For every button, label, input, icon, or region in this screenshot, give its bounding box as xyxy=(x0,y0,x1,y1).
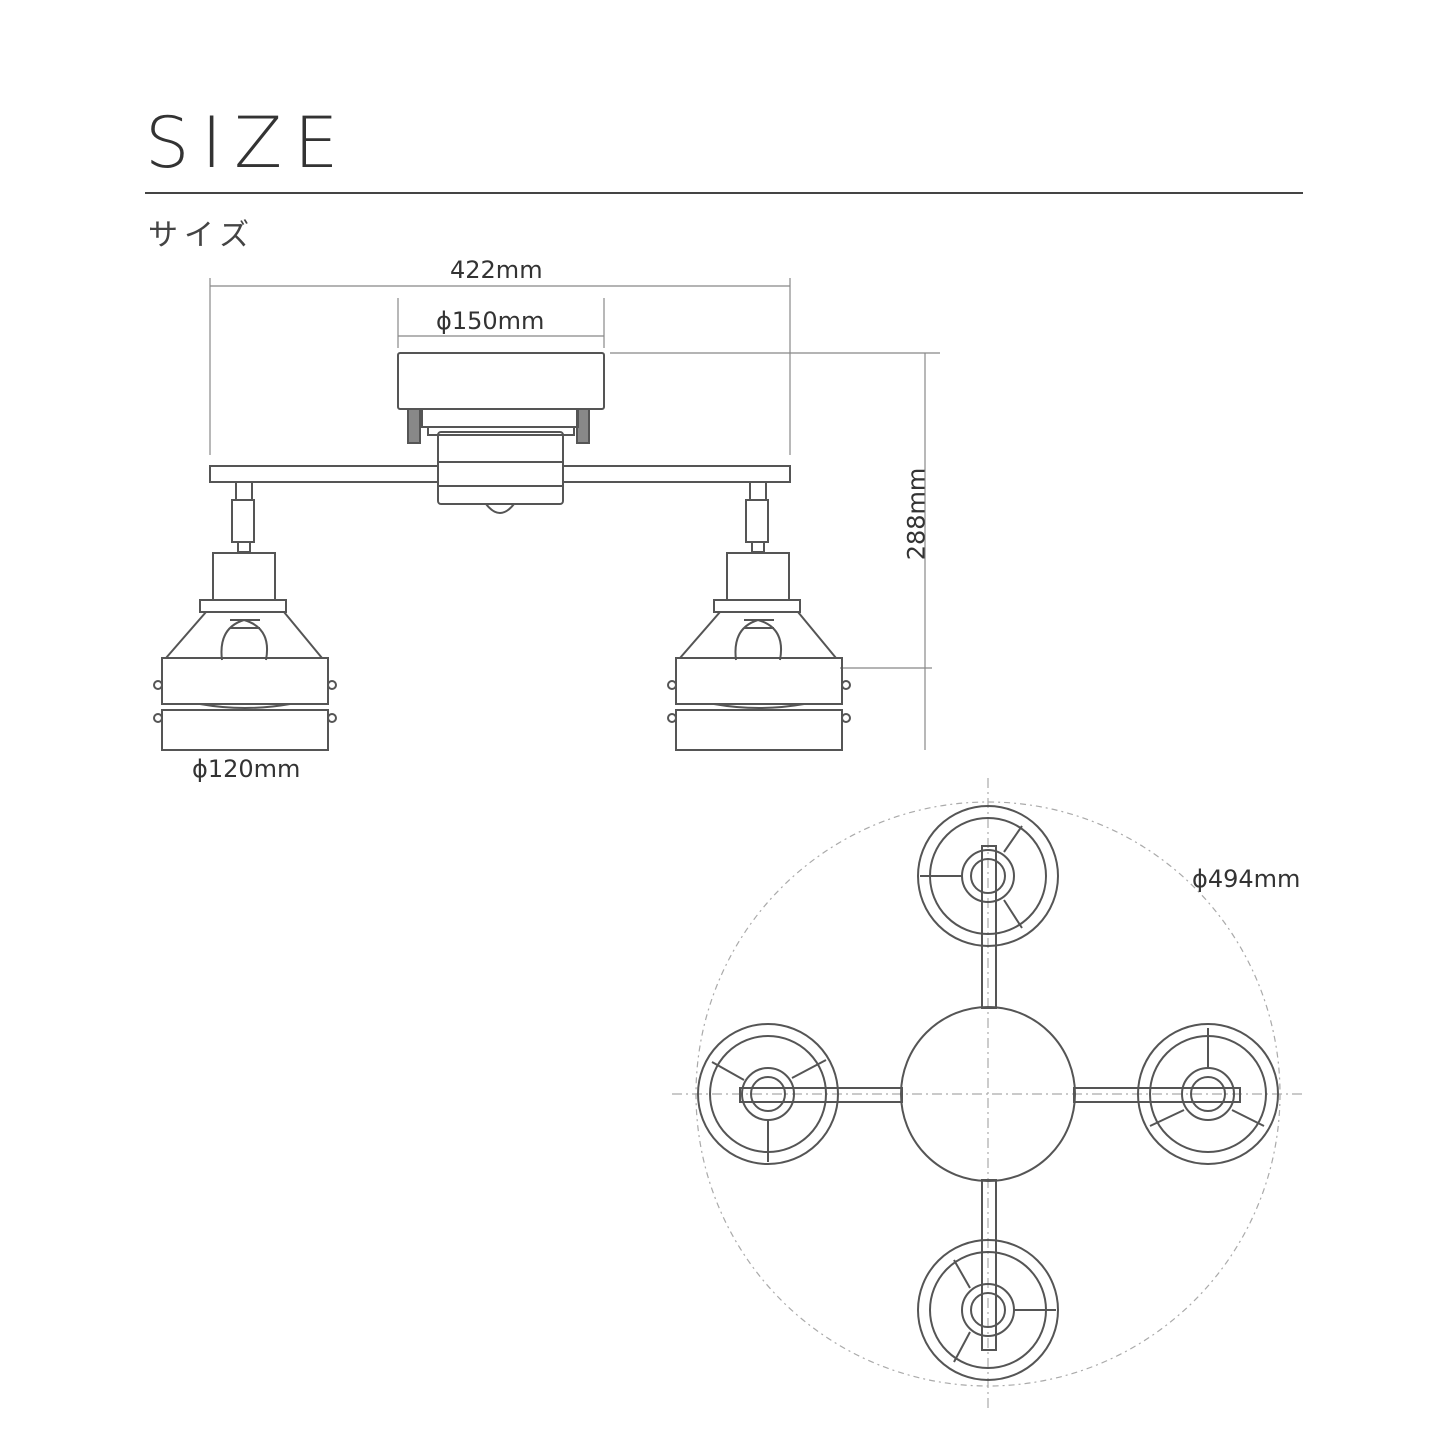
right-lamp xyxy=(667,481,851,751)
shade-diameter-label: ϕ120mm xyxy=(192,755,301,783)
left-lamp xyxy=(153,481,337,751)
page-subtitle: サイズ xyxy=(148,218,256,253)
canopy xyxy=(397,352,605,410)
page-title: SIZE xyxy=(145,102,351,184)
canopy-diameter-label: ϕ150mm xyxy=(436,307,545,335)
top-shade-west xyxy=(697,1023,839,1165)
top-shade-south xyxy=(917,1239,1059,1381)
top-view xyxy=(672,778,1305,1410)
overall-diameter-label: ϕ494mm xyxy=(1192,865,1301,893)
height-dimension-line xyxy=(610,352,940,750)
title-divider xyxy=(145,192,1303,194)
canopy-dimension-line xyxy=(397,298,605,348)
height-label: 288mm xyxy=(902,467,931,561)
top-canopy xyxy=(900,1006,1076,1182)
top-shade-north xyxy=(917,805,1059,947)
width-dimension-line xyxy=(209,278,791,455)
top-shade-east xyxy=(1137,1023,1279,1165)
overall-width-label: 422mm xyxy=(450,256,543,284)
side-view xyxy=(153,278,940,751)
